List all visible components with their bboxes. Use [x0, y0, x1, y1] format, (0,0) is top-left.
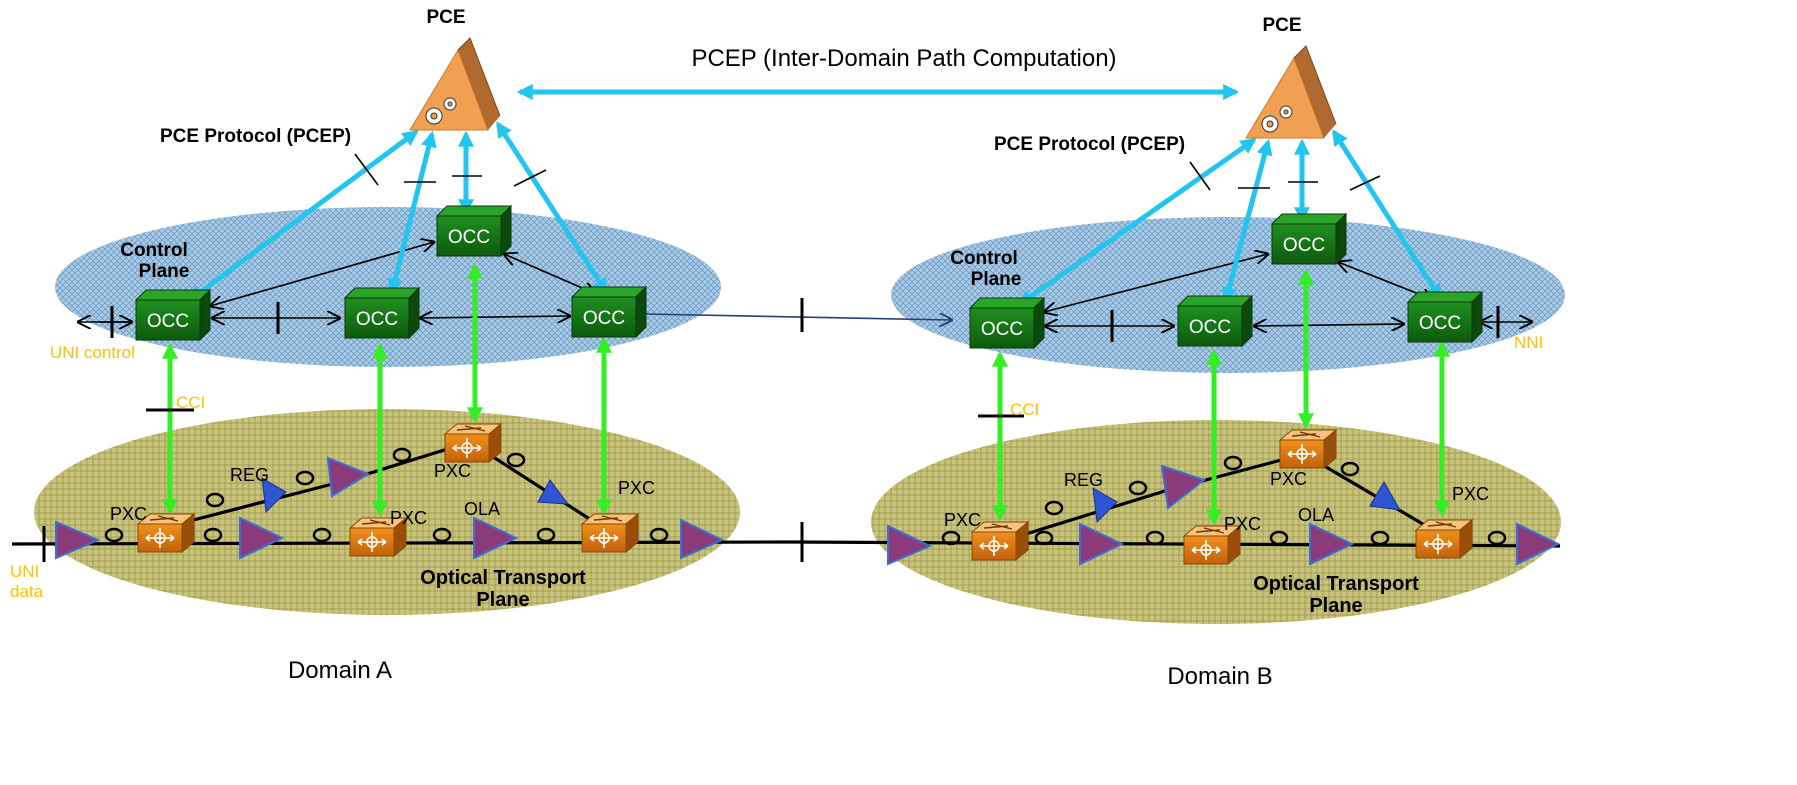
uni-data-label-2: data: [10, 582, 44, 601]
regenerator-icon: [1369, 481, 1401, 511]
occ-label: OCC: [1283, 235, 1325, 256]
pxc-label-b-1: PXC: [944, 510, 981, 530]
transport-plane-label-a-2: Plane: [476, 589, 529, 611]
switch-icon: [452, 438, 482, 458]
amplifier-icon: [239, 516, 285, 560]
cci-ticks: [146, 408, 1024, 418]
pxc-label-a-3: PXC: [434, 461, 471, 481]
occ-label: OCC: [1419, 313, 1461, 334]
pxc-switch[interactable]: [580, 512, 640, 554]
pce-label-a: PCE: [426, 7, 465, 28]
pce-a[interactable]: [409, 37, 501, 131]
occ-node[interactable]: OCC: [1270, 212, 1348, 266]
transport-plane-label-a-1: Optical Transport: [420, 567, 586, 589]
pcep-inter-domain-label: PCEP (Inter-Domain Path Computation): [691, 45, 1116, 72]
occ-node[interactable]: OCC: [435, 204, 513, 258]
switch-icon: [1191, 540, 1221, 560]
pxc-nodes: [136, 422, 1474, 566]
amplifier-icon: [680, 518, 725, 560]
amplifier-icon: [1516, 522, 1561, 566]
occ-node[interactable]: OCC: [570, 285, 648, 339]
occ-node[interactable]: OCC: [968, 296, 1046, 350]
ola-label-a: OLA: [464, 499, 500, 519]
pxc-switch[interactable]: [1182, 524, 1242, 566]
uni-data-label-1: UNI: [10, 562, 39, 581]
transport-plane-label-b-2: Plane: [1309, 595, 1362, 617]
reg-label-a: REG: [230, 465, 269, 485]
pxc-label-a-4: PXC: [618, 478, 655, 498]
pce-label-b: PCE: [1262, 15, 1301, 36]
interface-ticks: [42, 522, 804, 562]
switch-icon: [1423, 534, 1453, 554]
pxc-label-a-2: PXC: [390, 508, 427, 528]
transport-plane-label-b-1: Optical Transport: [1253, 573, 1419, 595]
pcep-arrows: [187, 83, 1443, 307]
cci-label-b: CCI: [1010, 400, 1039, 419]
pxc-switch[interactable]: [1278, 428, 1338, 470]
control-ticks: [110, 298, 1500, 342]
switch-icon: [1287, 444, 1317, 464]
amplifier-icon: [1079, 522, 1125, 566]
pxc-label-b-3: PXC: [1270, 469, 1307, 489]
occ-label: OCC: [356, 309, 398, 330]
amplifier-icon: [473, 516, 519, 560]
pxc-switch[interactable]: [136, 512, 196, 554]
occ-label: OCC: [448, 227, 490, 248]
pcep-label-b: PCE Protocol (PCEP): [994, 134, 1185, 155]
switch-icon: [979, 536, 1009, 556]
occ-label: OCC: [1189, 317, 1231, 338]
control-plane-label-b-2: Plane: [971, 269, 1022, 290]
control-plane-label-a-1: Control: [120, 240, 188, 261]
amplifier-icon: [887, 524, 933, 566]
occ-node[interactable]: OCC: [1406, 290, 1484, 344]
control-plane-label-b-1: Control: [950, 248, 1018, 269]
amplifier-icon: [1309, 522, 1355, 566]
pxc-switch[interactable]: [970, 520, 1030, 562]
pcep-ticks: [354, 153, 1381, 191]
domain-a-label: Domain A: [288, 657, 392, 684]
pxc-switch[interactable]: [1414, 518, 1474, 560]
occ-nodes: OCC OCC OCC OCC OCC OCC OCC OCC: [134, 204, 1484, 350]
domain-b-label: Domain B: [1167, 663, 1272, 690]
occ-label: OCC: [583, 308, 625, 329]
reg-label-b: REG: [1064, 470, 1103, 490]
amplifier-icon: [1160, 464, 1207, 510]
pxc-label-b-4: PXC: [1452, 484, 1489, 504]
amplifier-icon: [326, 456, 371, 498]
uni-control-label: UNI control: [50, 343, 135, 362]
occ-label: OCC: [981, 319, 1023, 340]
pcep-label-a: PCE Protocol (PCEP): [160, 126, 351, 147]
ola-label-b: OLA: [1298, 505, 1334, 525]
regenerator-icon: [537, 479, 570, 505]
occ-label: OCC: [147, 311, 189, 332]
regenerator-icon: [1092, 487, 1118, 524]
regenerator-icon: [261, 477, 287, 514]
pxc-label-a-1: PXC: [110, 504, 147, 524]
switch-icon: [589, 528, 619, 548]
cci-label-a: CCI: [176, 393, 205, 412]
pxc-switch[interactable]: [443, 422, 503, 464]
gear-icon: [1261, 105, 1293, 133]
nni-label: NNI: [1514, 333, 1543, 352]
cci-arrows: [161, 262, 1451, 526]
control-plane-label-a-2: Plane: [139, 261, 190, 282]
occ-node[interactable]: OCC: [1176, 294, 1254, 348]
switch-icon: [357, 532, 387, 552]
pxc-switch[interactable]: [348, 516, 408, 558]
occ-node[interactable]: OCC: [134, 288, 212, 342]
pxc-label-b-2: PXC: [1224, 514, 1261, 534]
regenerators: [261, 477, 1401, 524]
pce-b[interactable]: [1245, 45, 1337, 139]
amplifiers: [55, 456, 1561, 566]
switch-icon: [145, 528, 175, 548]
fiber-spools: [104, 447, 1507, 546]
gear-icon: [425, 97, 457, 125]
occ-node[interactable]: OCC: [343, 286, 421, 340]
amplifier-icon: [55, 520, 101, 560]
